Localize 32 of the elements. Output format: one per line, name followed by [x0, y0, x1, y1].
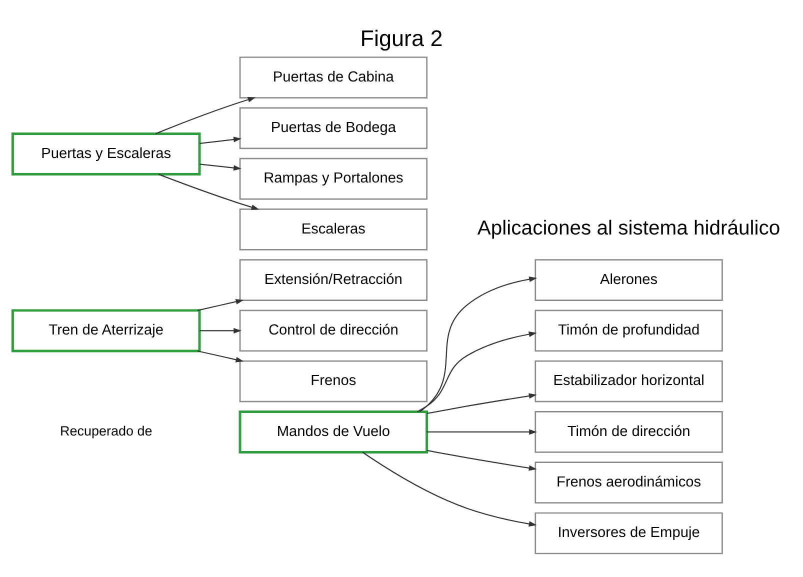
arrow	[200, 328, 242, 334]
node-box: Alerones	[534, 259, 723, 301]
node-box: Frenos aerodinámicos	[534, 462, 723, 504]
node-box: Mandos de Vuelo	[238, 410, 428, 454]
arrow	[158, 174, 260, 210]
node-box: Control de dirección	[239, 310, 428, 352]
node-box: Escaleras	[239, 208, 428, 250]
node-box: Extensión/Retracción	[239, 259, 428, 301]
arrow	[155, 97, 256, 134]
diagram-title: Figura 2	[360, 26, 443, 52]
node-box: Puertas de Bodega	[239, 107, 428, 150]
arrow	[426, 393, 537, 414]
node-box: Rampas y Portalones	[239, 158, 428, 200]
node-box: Puertas de Cabina	[239, 56, 428, 98]
arrow	[200, 164, 242, 171]
arrow	[426, 450, 537, 471]
node-box: Timón de dirección	[534, 411, 723, 453]
caption: Aplicaciones al sistema hidráulico	[477, 217, 780, 240]
arrow	[419, 276, 538, 412]
node-box: Inversores de Empuje	[534, 512, 723, 554]
node-box: Estabilizador horizontal	[534, 360, 723, 402]
arrow	[416, 332, 537, 412]
label: Recuperado de	[60, 423, 152, 438]
arrow	[362, 452, 537, 527]
node-box: Timón de profundidad	[534, 310, 723, 352]
arrow	[426, 429, 537, 435]
arrow	[200, 136, 242, 144]
node-box: Puertas y Escaleras	[11, 132, 201, 176]
arrow	[197, 350, 244, 362]
node-box: Frenos	[239, 360, 428, 402]
arrow	[197, 299, 244, 311]
node-box: Tren de Aterrizaje	[11, 309, 201, 352]
